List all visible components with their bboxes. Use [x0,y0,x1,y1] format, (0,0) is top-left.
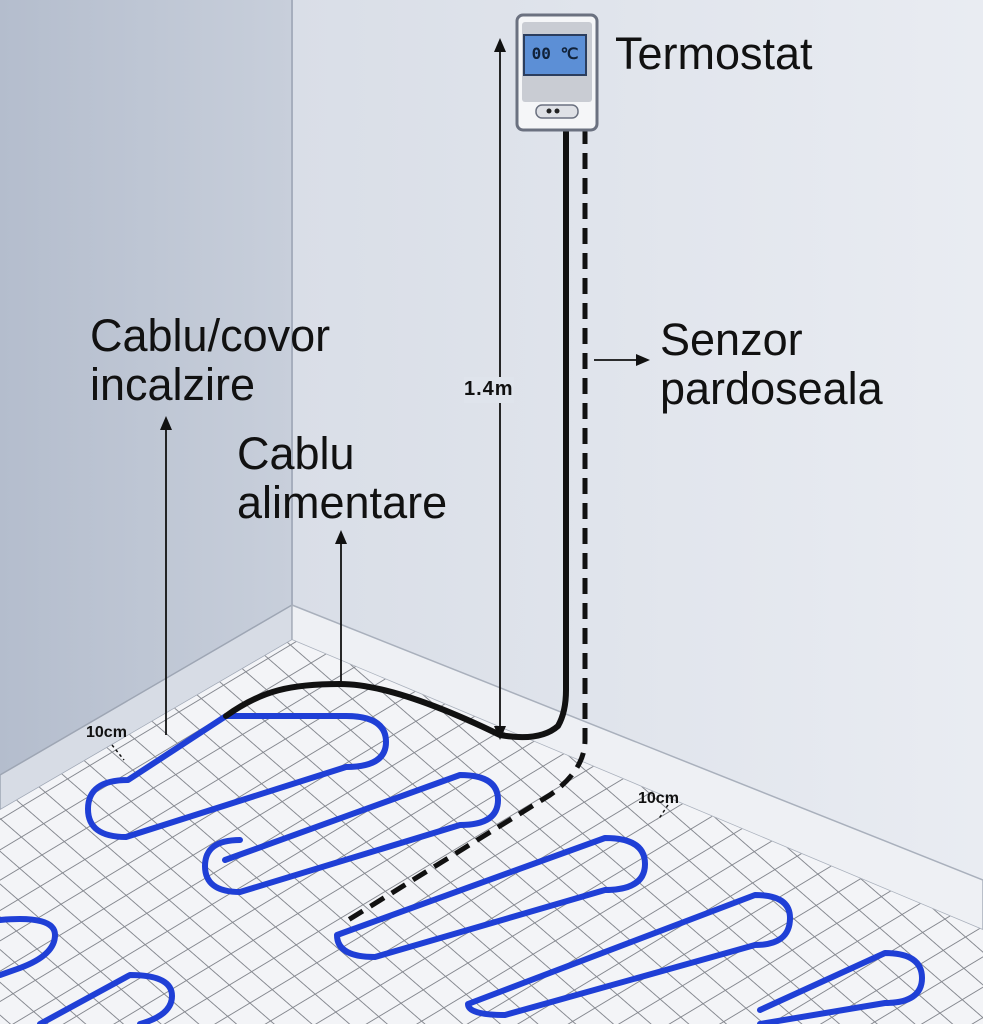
floor-sensor-label-line1: Senzor [660,314,803,365]
height-label: 1.4m [464,377,514,403]
heating-cable-label: Cablu/covor incalzire [90,310,331,410]
heating-cable-label-line1: Cablu/covor [90,310,331,361]
floor-sensor-label-line2: pardoseala [660,362,883,414]
spacing-right-label: 10cm [638,790,679,807]
floor-sensor-pointer [594,354,650,366]
power-cable [223,125,569,741]
thermostat-display: 00 ℃ [531,44,579,63]
power-cable-label-line1: Cablu [237,428,355,479]
back-baseboard [291,603,983,931]
heating-cable-label-line2: incalzire [90,358,256,410]
floor-sensor-wire [343,128,588,925]
floor-sensor-label: Senzor pardoseala [660,314,883,414]
back-wall [292,0,983,880]
heating-cable-pointer [160,416,172,735]
heating-cable [0,713,925,1024]
power-cable-pointer [335,530,347,682]
spacing-left-label: 10cm [86,724,127,741]
power-cable-label-line2: alimentare [237,476,448,528]
thermostat-label-text: Termostat [615,28,813,79]
left-wall [0,0,292,775]
thermostat-label: Termostat [615,28,813,79]
power-cable-label: Cablu alimentare [237,428,448,528]
thermostat-device [515,13,599,132]
